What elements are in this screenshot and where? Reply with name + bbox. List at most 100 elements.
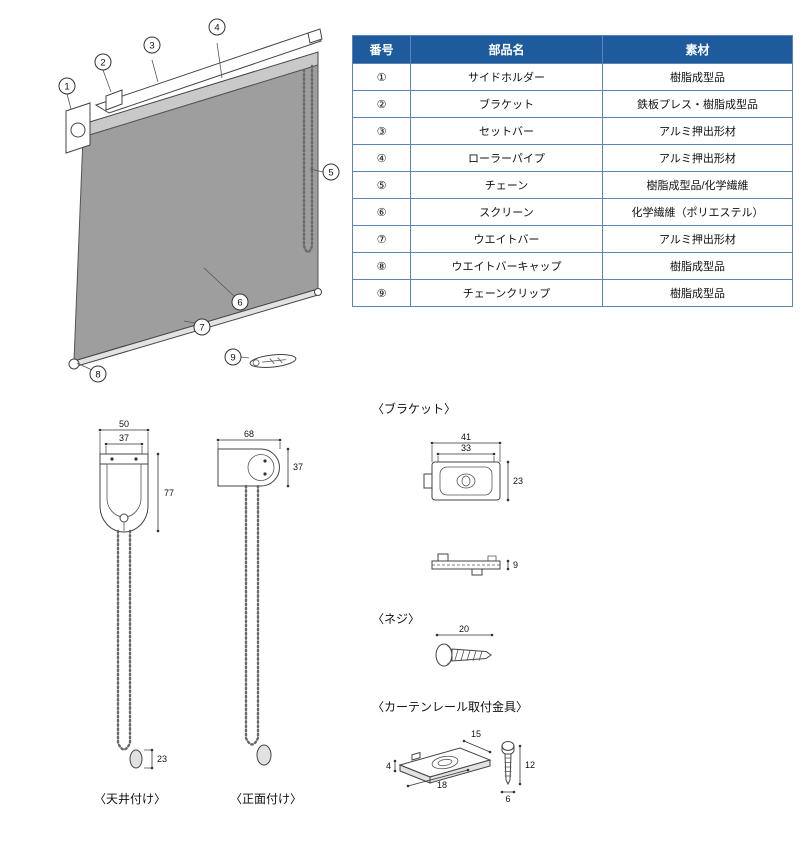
leader-5 [309,168,324,173]
callout-1: 1 [58,77,76,95]
dim-screw-length: 20 [459,624,469,634]
dim-front-height: 37 [293,462,303,472]
part-name: チェーンクリップ [410,279,603,307]
bracket-body-shape [431,461,501,501]
callout-9: 9 [224,348,242,366]
table-header-row: 番号 部品名 素材 [352,35,793,64]
fitting-screw-shaft-shape [504,753,512,786]
ceiling-mount-drawing: 50 37 77 23 [98,419,174,770]
leader-9 [240,356,250,359]
mounting-dimension-drawings: 50 37 77 23 68 [98,419,303,770]
accessory-dimension-drawings: 41 33 23 9 20 [386,432,535,804]
set-bar-shape [94,32,323,114]
part-name: サイドホルダー [410,63,603,91]
part-number: ④ [352,144,411,172]
svg-text:7: 7 [199,322,204,333]
svg-text:1: 1 [64,81,69,92]
front-chain-shape [244,484,260,746]
dim-rail-top: 15 [471,729,481,739]
dim-bracket-thickness: 9 [513,560,518,570]
leader-2 [102,69,112,93]
part-name: ローラーパイプ [410,144,603,172]
part-material: アルミ押出形材 [602,225,793,253]
callout-4: 4 [208,18,226,36]
col-header-part-name: 部品名 [410,35,603,64]
leader-3 [151,59,159,83]
dim-rail-bottom: 18 [437,780,447,790]
part-name: セットバー [410,117,603,145]
part-material: アルミ押出形材 [602,117,793,145]
ceiling-chain-shape [116,529,132,751]
part-material: 樹脂成型品 [602,252,793,280]
part-number: ⑨ [352,279,411,307]
svg-text:8: 8 [95,369,100,380]
screw-label: 〈ネジ〉 [372,612,421,626]
part-number: ① [352,63,411,91]
dim-rail-screw-length: 12 [525,760,535,770]
leader-8 [76,362,93,371]
dim-ceiling-height: 77 [164,488,174,498]
dim-bracket-inner-width: 33 [461,443,471,453]
ceiling-mount-label: 〈天井付け〉 [94,792,167,806]
weight-bar-cap-right-shape [314,288,322,296]
part-material: 樹脂成型品 [602,279,793,307]
dim-ceiling-inner-width: 37 [119,433,129,443]
part-name: ウエイトバー [410,225,603,253]
part-material: アルミ押出形材 [602,144,793,172]
part-number: ⑤ [352,171,411,199]
col-header-number: 番号 [352,35,411,64]
part-number: ⑧ [352,252,411,280]
ceiling-holder-body-shape [99,463,149,533]
part-name: チェーン [410,171,603,199]
leader-4 [216,42,223,79]
leader-6 [203,267,235,297]
svg-text:9: 9 [230,352,235,363]
part-material: 鉄板プレス・樹脂成型品 [602,90,793,118]
leader-7 [183,320,196,324]
screw-drawing: 20 [435,624,494,667]
svg-text:4: 4 [214,22,219,33]
svg-text:5: 5 [328,167,333,178]
part-name: ウエイトバーキャップ [410,252,603,280]
rail-plate-side-right-shape [429,759,491,784]
callout-3: 3 [143,36,161,54]
part-number: ③ [352,117,411,145]
svg-text:2: 2 [100,57,105,68]
dim-front-width: 68 [244,429,254,439]
rail-fitting-drawing: 15 4 18 12 6 [386,729,535,804]
part-material: 化学繊維（ポリエステル） [602,198,793,226]
chain-clip-shape [249,354,297,368]
dim-rail-screw-width: 6 [505,794,510,804]
ceiling-bracket-plate-shape [99,453,149,465]
svg-text:6: 6 [237,297,242,308]
bracket-label: 〈ブラケット〉 [372,402,457,416]
dim-bracket-depth: 23 [513,476,523,486]
dim-bracket-outer-width: 41 [461,432,471,442]
front-chain-clip-shape [256,744,272,766]
chain-shape [302,64,314,254]
callout-2: 2 [94,53,112,71]
part-number: ⑦ [352,225,411,253]
svg-text:3: 3 [149,40,154,51]
part-number: ② [352,90,411,118]
part-number: ⑥ [352,198,411,226]
roller-blind-assembly-diagram: 1 2 3 4 5 6 7 8 9 [58,18,340,383]
callout-6: 6 [231,293,249,311]
leader-1 [66,93,72,110]
side-holder-hub-shape [70,122,86,138]
part-material: 樹脂成型品/化学繊維 [602,171,793,199]
front-mount-drawing: 68 37 [216,429,303,766]
bracket-tab-shape [423,473,433,489]
weight-bar-cap-shape [68,358,80,370]
ceiling-chain-clip-shape [129,749,143,769]
rail-fitting-label: 〈カーテンレール取付金具〉 [372,700,529,714]
